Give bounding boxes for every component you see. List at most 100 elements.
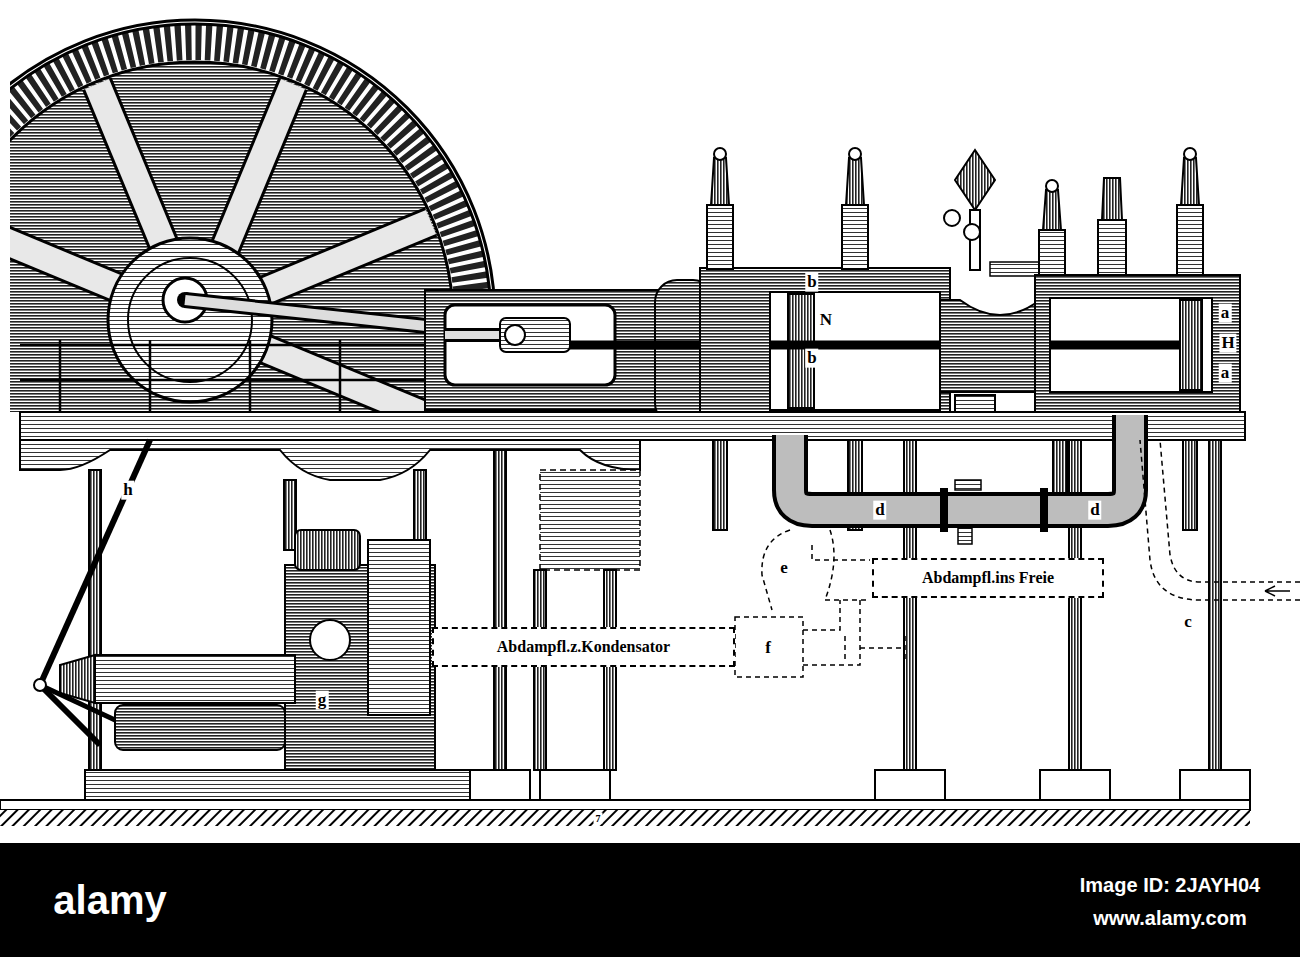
exhaust-pipe — [958, 528, 972, 544]
support-columns — [904, 440, 916, 770]
valve-spindles — [842, 148, 868, 269]
part-letter: H — [1219, 334, 1236, 353]
air-pump — [34, 440, 470, 800]
valve-spindles — [1046, 180, 1058, 192]
high-pressure-cylinder — [1180, 300, 1202, 390]
railing — [339, 340, 342, 412]
support-columns — [1180, 770, 1250, 800]
exhaust-pipe — [955, 480, 981, 490]
part-letter: g — [316, 691, 329, 710]
air-pump — [40, 685, 100, 745]
air-pump — [115, 705, 285, 750]
watermark: Image ID: 2JAYH04 — [1078, 874, 1262, 896]
valve-spindles — [707, 205, 733, 269]
exhaust-pipe-box: Abdampfl.z.Kondensator — [432, 627, 735, 667]
piston-rod — [570, 341, 1215, 350]
crosshead-guide — [425, 280, 715, 425]
support-columns — [494, 450, 506, 770]
flywheel-generator — [128, 258, 252, 382]
floor — [0, 800, 1250, 810]
valve-spindles — [1177, 148, 1203, 275]
part-letter: 7 — [594, 813, 603, 824]
valve-spindles — [707, 148, 733, 269]
high-pressure-cylinder — [1050, 341, 1180, 350]
exhaust-pipe — [790, 415, 1130, 510]
valve-spindles — [1184, 148, 1196, 160]
flywheel-generator — [108, 238, 272, 402]
part-letter: a — [1219, 364, 1232, 383]
intermediate-receiver — [940, 300, 1040, 392]
part-letter: c — [1182, 613, 1194, 632]
part-letter: d — [1088, 501, 1101, 520]
flywheel-generator — [10, 20, 495, 412]
lower-valves — [713, 435, 727, 530]
air-pump — [295, 530, 360, 570]
railing — [249, 340, 252, 412]
low-pressure-cylinder — [770, 341, 940, 350]
crosshead-guide — [500, 318, 570, 352]
flow-arrow — [1265, 586, 1290, 596]
exhaust-pipe — [940, 488, 948, 532]
floor — [0, 800, 1250, 826]
air-pump — [95, 655, 295, 703]
part-letter: b — [805, 273, 818, 292]
valve-spindles — [849, 148, 861, 160]
floor — [0, 810, 1250, 826]
air-pump — [40, 440, 150, 685]
railing — [20, 344, 430, 347]
exhaust-pipe-box: Abdampfl.ins Freie — [872, 558, 1104, 598]
support-columns — [875, 770, 945, 800]
valve-spindles — [842, 205, 868, 269]
valve-spindles — [1181, 158, 1199, 205]
exhaust-pipe — [1040, 488, 1048, 532]
intermediate-receiver — [940, 150, 1050, 435]
valve-spindles — [1098, 178, 1126, 275]
railing — [20, 340, 430, 412]
support-columns — [604, 570, 616, 770]
part-letter: d — [873, 501, 886, 520]
flywheel-generator — [10, 20, 495, 412]
valve-spindles — [1098, 220, 1126, 275]
platform — [20, 412, 1245, 440]
platform — [540, 470, 640, 570]
valve-spindles — [1039, 180, 1065, 275]
high-pressure-cylinder — [1050, 298, 1212, 392]
valve-spindles — [1102, 178, 1122, 220]
dashed-pipes — [762, 530, 870, 610]
part-letter: e — [778, 559, 790, 578]
air-pump — [40, 685, 115, 720]
high-pressure-cylinder — [1035, 275, 1240, 415]
support-columns — [1040, 770, 1110, 800]
valve-spindles — [1177, 205, 1203, 275]
valve-spindles — [714, 148, 726, 160]
air-pump — [310, 620, 350, 660]
dashed-pipes — [1140, 440, 1300, 600]
flywheel-generator — [10, 62, 453, 412]
exhaust-pipe — [790, 415, 1130, 510]
valve-spindles — [707, 148, 1203, 275]
railing — [20, 379, 430, 382]
pipe-label: Abdampfl.z.Kondensator — [497, 638, 670, 656]
part-letter: b — [805, 349, 818, 368]
exhaust-pipe — [790, 415, 1130, 544]
dashed-pipes — [845, 636, 905, 660]
intermediate-receiver — [964, 224, 980, 240]
low-pressure-cylinder — [700, 268, 950, 435]
flywheel-generator — [10, 42, 473, 412]
support-columns — [89, 470, 101, 770]
dashed-pipes — [803, 600, 860, 665]
part-letter: N — [818, 311, 834, 330]
valve-spindles — [1039, 230, 1065, 275]
pipe-label: Abdampfl.ins Freie — [922, 569, 1054, 587]
support-columns — [534, 570, 546, 770]
part-letter: h — [121, 481, 134, 500]
railing — [149, 340, 152, 412]
support-columns — [540, 770, 610, 800]
dashed-pipes — [735, 440, 1300, 677]
part-letter: f — [763, 639, 773, 658]
dashed-pipes — [735, 617, 803, 677]
support-columns — [1209, 440, 1221, 770]
watermark-bar — [0, 843, 1300, 957]
